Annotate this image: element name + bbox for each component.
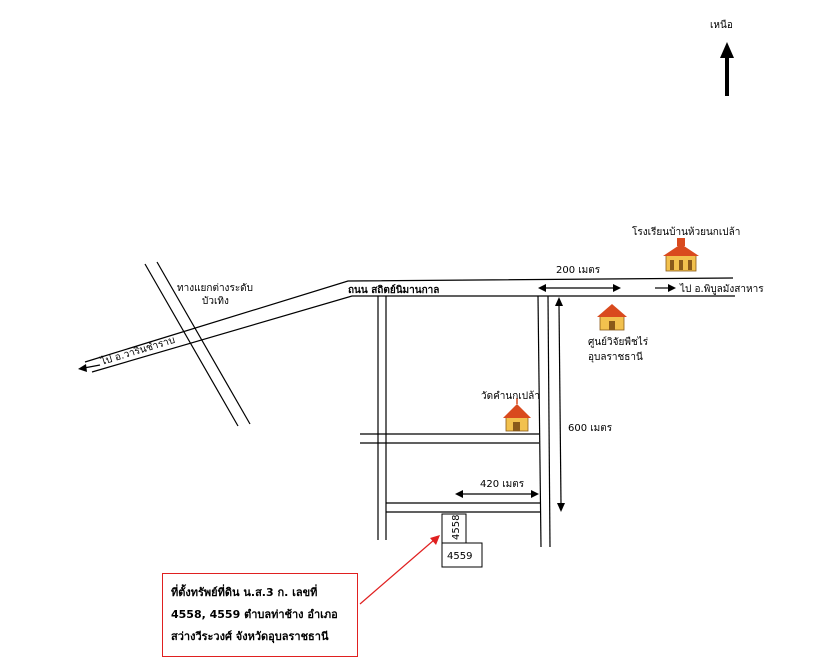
callout-line-2: 4558, 4559 ตำบลท่าช้าง อำเภอ [171, 608, 338, 621]
distance-arrow-200 [538, 284, 621, 292]
to-phibun-label: ไป อ.พิบูลมังสาหาร [679, 283, 764, 295]
north-label: เหนือ [710, 19, 733, 31]
distance-label-200: 200 เมตร [556, 265, 601, 276]
diagonal-road-1 [144, 261, 251, 427]
main-road [84, 277, 735, 373]
east-arrow [655, 284, 676, 292]
callout-pointer [359, 535, 440, 605]
side-road-west [377, 296, 387, 540]
school-icon [663, 238, 699, 272]
side-road-east [537, 295, 551, 548]
temple-lane [360, 433, 539, 444]
research-center-icon [597, 304, 627, 331]
distance-arrow-420 [455, 490, 539, 498]
distance-label-600: 600 เมตร [568, 423, 613, 434]
research-center-label-2: อุบลราชธานี [588, 351, 643, 363]
location-callout: ที่ตั้งทรัพย์ที่ดิน น.ส.3 ก. เลขที่ 4558… [162, 573, 358, 657]
distance-label-420: 420 เมตร [480, 479, 525, 490]
main-road-label: ถนน สถิตย์นิมานกาล [348, 284, 439, 296]
north-arrow [720, 42, 734, 96]
plot-4559 [441, 542, 483, 568]
temple-icon [503, 398, 531, 432]
intersection-label-2: บัวเทิง [202, 296, 229, 307]
west-arrow [78, 364, 101, 372]
research-center-label-1: ศูนย์วิจัยพืชไร่ [588, 336, 649, 348]
school-label: โรงเรียนบ้านห้วยนกเปล้า [632, 225, 740, 238]
temple-label: วัดคำนกเปล้า [481, 390, 540, 402]
intersection-label-1: ทางแยกต่างระดับ [177, 283, 253, 294]
plot-lane [386, 502, 540, 513]
plot-4558-label: 4558 [451, 515, 462, 540]
callout-line-1: ที่ตั้งทรัพย์ที่ดิน น.ส.3 ก. เลขที่ [171, 586, 318, 599]
callout-line-3: สว่างวีระวงศ์ จังหวัดอุบลราชธานี [171, 630, 329, 643]
plot-4559-label: 4559 [447, 551, 472, 562]
distance-arrow-600 [555, 297, 565, 512]
